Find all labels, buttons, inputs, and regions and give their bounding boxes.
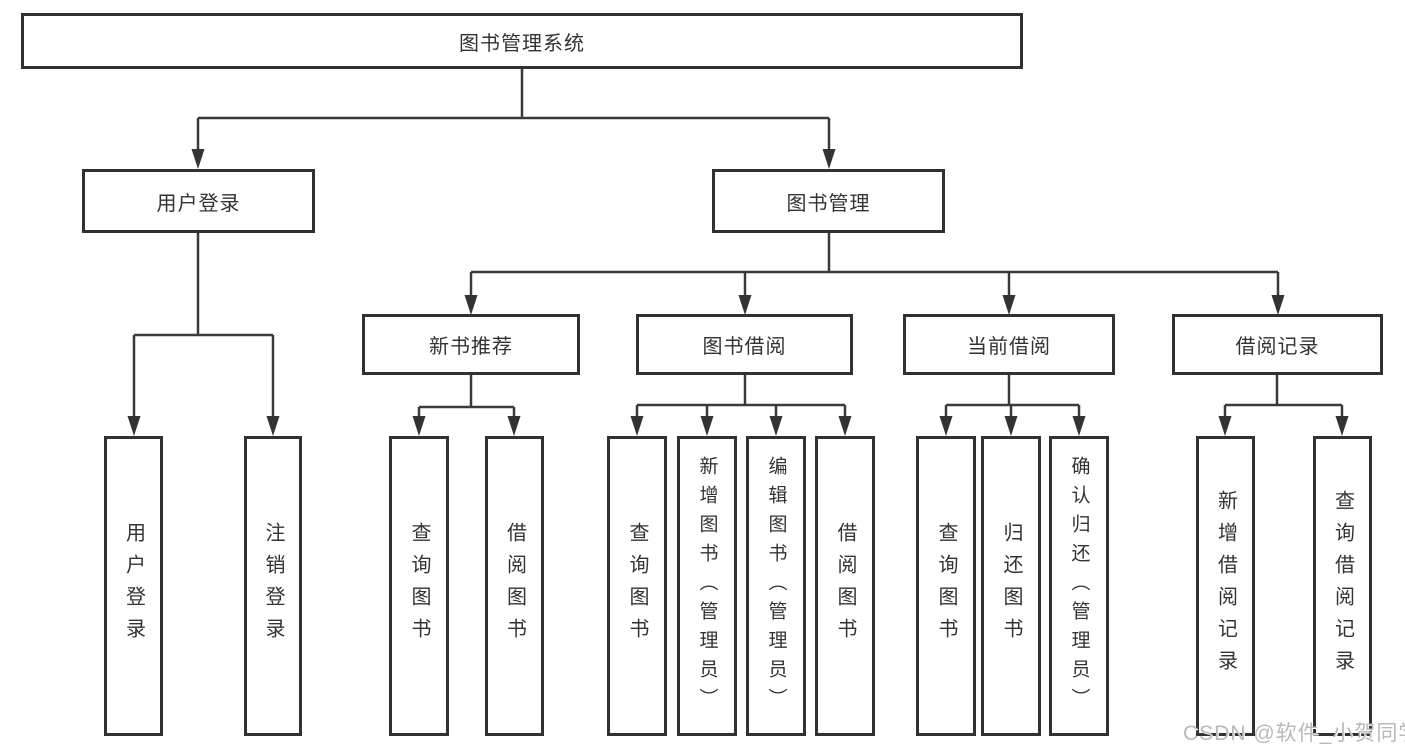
leaf-query-books-borrowing: 查询图书: [607, 436, 667, 736]
leaf-query-borrow-record: 查询借阅记录: [1313, 436, 1372, 736]
leaf-add-book-admin: 新增图书（管理员）: [677, 436, 737, 736]
node-borrow-records: 借阅记录: [1172, 314, 1383, 375]
leaf-borrow-books-recommend: 借阅图书: [485, 436, 544, 736]
leaf-borrow-books-borrowing: 借阅图书: [815, 436, 875, 736]
leaf-query-books-current: 查询图书: [916, 436, 976, 736]
leaf-edit-book-admin: 编辑图书（管理员）: [746, 436, 806, 736]
leaf-return-book: 归还图书: [981, 436, 1041, 736]
node-current-borrowing: 当前借阅: [903, 314, 1115, 375]
leaf-logout: 注销登录: [244, 436, 302, 736]
node-user-login: 用户登录: [82, 169, 315, 233]
leaf-add-borrow-record: 新增借阅记录: [1196, 436, 1255, 736]
leaf-query-books-recommend: 查询图书: [389, 436, 449, 736]
leaf-user-login: 用户登录: [104, 436, 163, 736]
node-book-management: 图书管理: [712, 169, 945, 233]
csdn-watermark: CSDN @软件_小贺同学: [1183, 722, 1405, 745]
leaf-confirm-return-admin: 确认归还（管理员）: [1049, 436, 1109, 736]
node-book-borrowing: 图书借阅: [636, 314, 853, 375]
node-root: 图书管理系统: [21, 13, 1023, 69]
node-new-book-recommend: 新书推荐: [362, 314, 580, 375]
